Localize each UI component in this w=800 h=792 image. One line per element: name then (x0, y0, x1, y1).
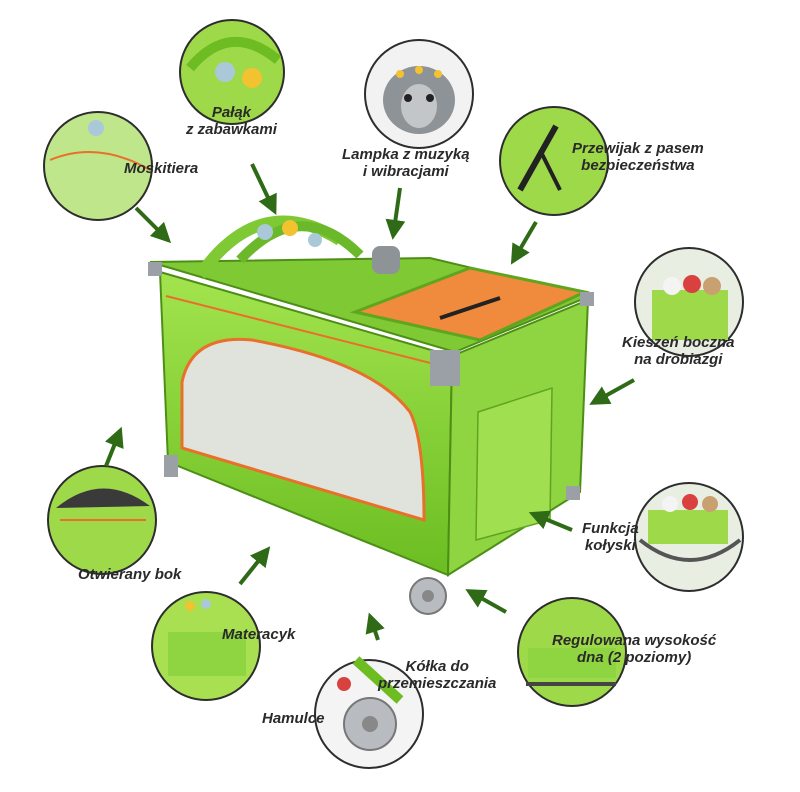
detail-circle-adjustable-height (517, 597, 627, 707)
label-brakes: Hamulce (262, 710, 325, 727)
detail-circle-side-pocket (634, 247, 744, 357)
detail-circle-opening-side (47, 465, 157, 575)
detail-circle-music-lamp (364, 39, 474, 149)
arrow-otwierany (104, 426, 124, 467)
detail-circle-changing-table (499, 106, 609, 216)
label-music-lamp: Lampka z muzyką i wibracjami (342, 146, 470, 180)
label-toy-arch-line2: z zabawkami (186, 121, 277, 138)
label-wheels-line1: Kółka do (405, 658, 469, 675)
label-side-pocket-line1: Kieszeń boczna (622, 334, 735, 351)
label-changing-table: Przewijak z pasem bezpieczeństwa (572, 140, 704, 174)
label-changing-table-line1: Przewijak z pasem (572, 140, 704, 157)
detail-circle-mattress (151, 591, 261, 701)
label-adjustable-height-line2: dna (2 poziomy) (577, 649, 692, 666)
label-side-pocket: Kieszeń boczna na drobiazgi (622, 334, 735, 368)
detail-circle-wheels-brakes (314, 656, 424, 769)
label-opening-side: Otwierany bok (78, 566, 182, 583)
label-wheels: Kółka do przemieszczania (378, 658, 496, 692)
label-music-lamp-line2: i wibracjami (362, 163, 449, 180)
arrow-moskitiera (134, 206, 172, 244)
label-music-lamp-line1: Lampka z muzyką (342, 146, 470, 163)
label-mosquito-net: Moskitiera (124, 160, 199, 177)
arrow-palak (250, 163, 277, 216)
arrow-materacyk (238, 546, 271, 586)
pointer-arrows (104, 163, 635, 641)
arrow-przewijak (510, 220, 538, 265)
label-rocking-function-line2: kołyski (584, 537, 636, 554)
label-adjustable-height-line1: Regulowana wysokość (552, 632, 717, 649)
label-toy-arch-line1: Pałąk (211, 104, 252, 121)
arrow-funkcja (528, 510, 573, 532)
arrow-regulowana (465, 589, 507, 614)
detail-circle-mosquito-net (43, 111, 153, 221)
label-changing-table-line2: bezpieczeństwa (581, 157, 695, 174)
label-wheels-line2: przemieszczania (378, 675, 497, 692)
label-rocking-function-line1: Funkcja (582, 520, 639, 537)
detail-circle-rocking-function (634, 482, 744, 592)
arrow-kieszen (589, 378, 635, 405)
label-adjustable-height: Regulowana wysokość dna (2 poziomy) (552, 632, 716, 666)
arrow-kolka (365, 612, 385, 641)
detail-circle-toy-arch (179, 19, 285, 125)
arrow-lampka (385, 187, 406, 240)
label-side-pocket-line2: na drobiazgi (634, 351, 723, 368)
playpen-crib (148, 215, 594, 615)
label-toy-arch: Pałąk z zabawkami (186, 104, 277, 138)
label-mattress: Materacyk (222, 626, 296, 643)
label-rocking-function: Funkcja kołyski (582, 520, 639, 554)
